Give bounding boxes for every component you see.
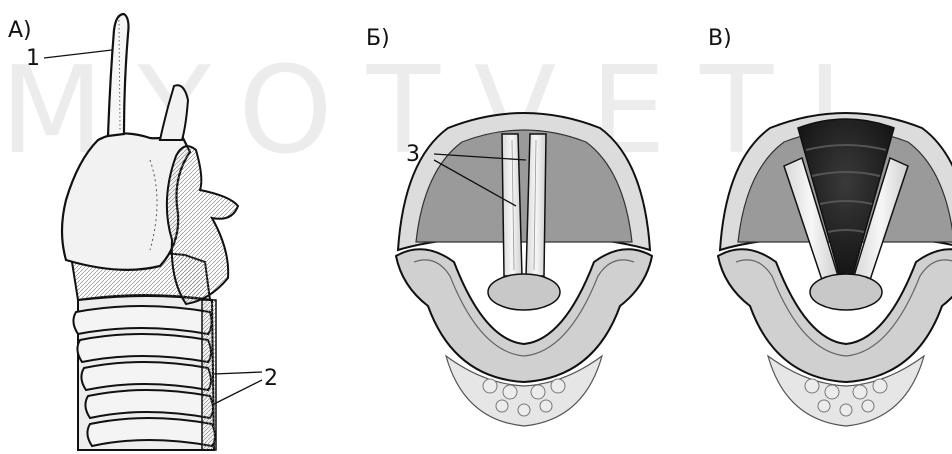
panel-label-a: А) [8, 20, 32, 42]
thyroid-horn [160, 85, 188, 140]
callout-3: 3 [406, 144, 420, 166]
callout-2: 2 [264, 368, 278, 390]
leader-line-2b [214, 380, 262, 404]
glottis-open-view [718, 113, 952, 426]
leader-line-1 [44, 50, 112, 58]
panel-label-b: Б) [366, 28, 390, 50]
epiglottis [108, 14, 129, 136]
panel-label-c: В) [708, 28, 732, 50]
glottis-closed-view [396, 113, 652, 426]
larynx-side-view [44, 14, 262, 450]
callout-1: 1 [26, 48, 40, 70]
arytenoid-region [167, 146, 238, 304]
leader-line-2a [214, 372, 262, 374]
trachea [73, 295, 216, 450]
